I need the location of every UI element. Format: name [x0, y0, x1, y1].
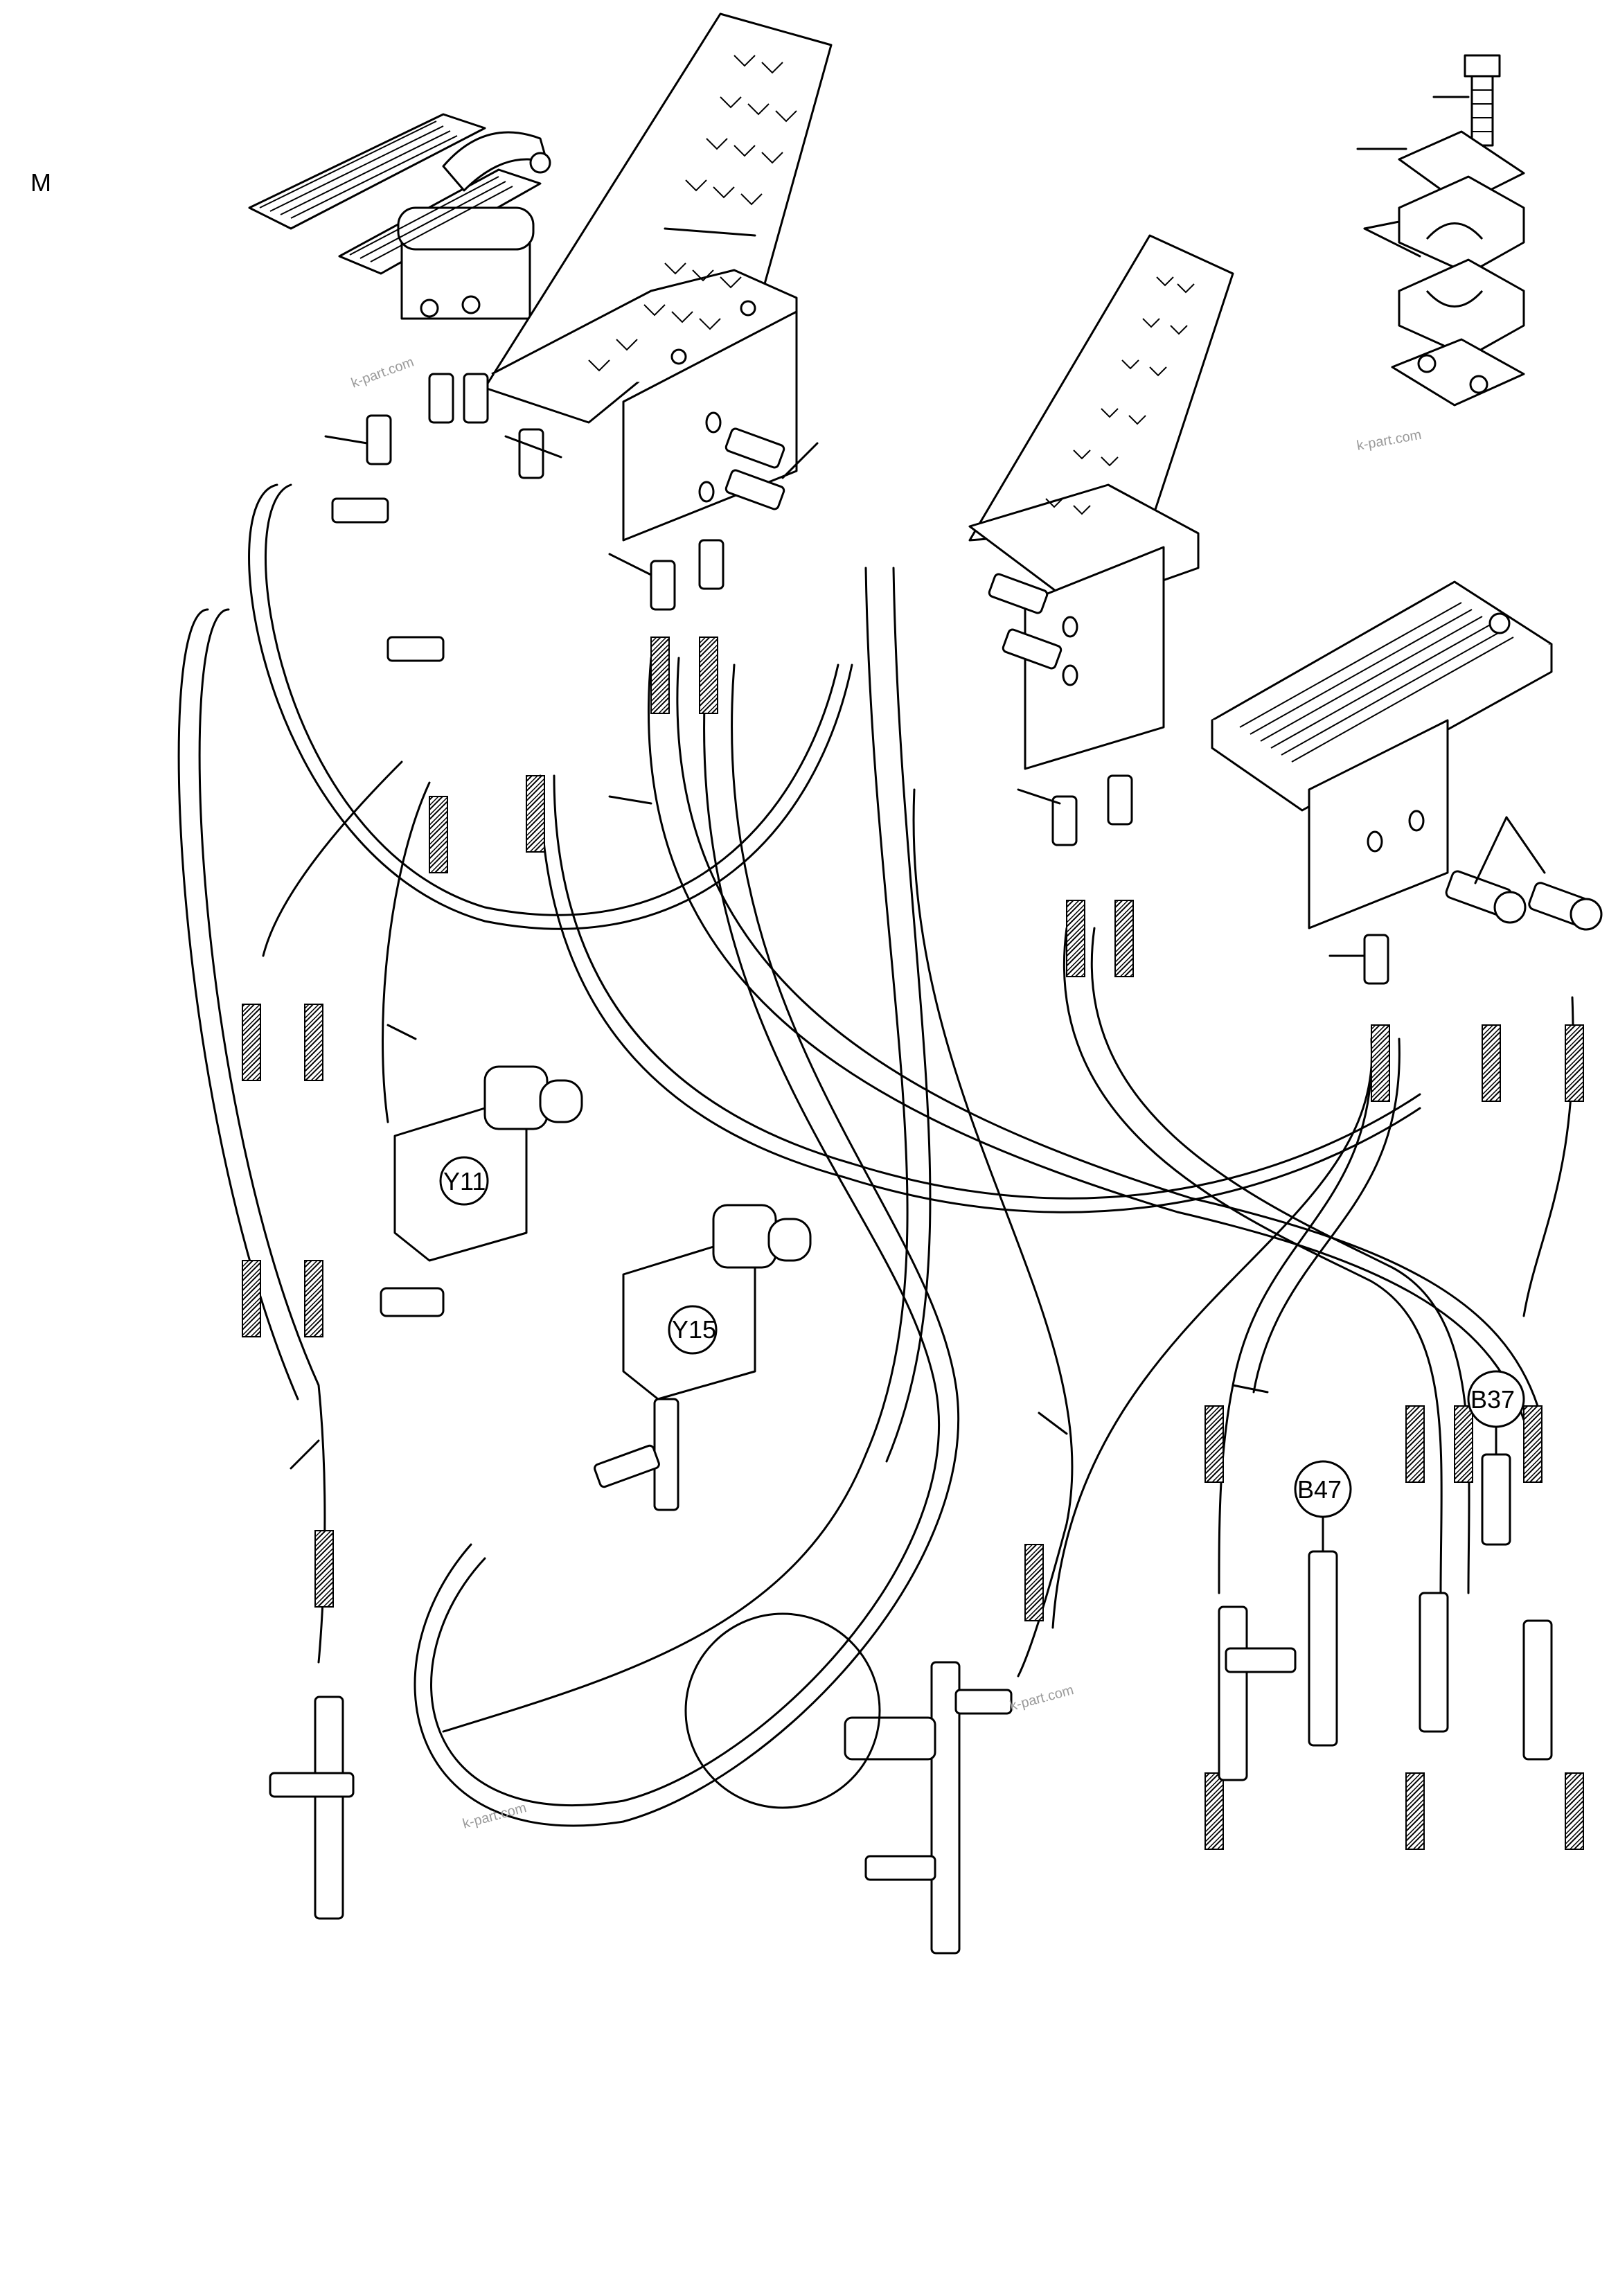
solenoid-valve-y11: Y11	[380, 1065, 583, 1317]
sensor-b47: B47	[1294, 1460, 1352, 1747]
section-letter: M	[30, 168, 51, 197]
sensor-b47-label: B47	[1297, 1475, 1342, 1504]
valve-y11-label: Y11	[443, 1167, 486, 1195]
fittings	[331, 373, 1389, 985]
double-pedal-assembly	[248, 113, 551, 320]
watermark: k-part.com	[349, 355, 416, 391]
sensor-b37: B37	[1467, 1370, 1525, 1546]
lower-tee-fittings	[269, 1592, 1553, 1955]
leader-lines	[290, 435, 1366, 1470]
solenoid-valve-y15: Y15	[594, 1204, 812, 1511]
watermark: k-part.com	[1008, 1682, 1076, 1714]
center-pedal-assembly	[483, 12, 833, 542]
single-pedal-assembly	[1211, 580, 1603, 931]
valve-y15-label: Y15	[672, 1315, 716, 1344]
sensor-b37-label: B37	[1470, 1385, 1515, 1414]
hose-end-crimps	[242, 637, 1584, 1850]
watermark: k-part.com	[1355, 427, 1423, 454]
watermark: k-part.com	[461, 1800, 528, 1832]
right-pedal-assembly	[968, 234, 1234, 770]
hose-clamp-assembly	[1356, 54, 1525, 407]
hose-lines	[177, 483, 1574, 1827]
